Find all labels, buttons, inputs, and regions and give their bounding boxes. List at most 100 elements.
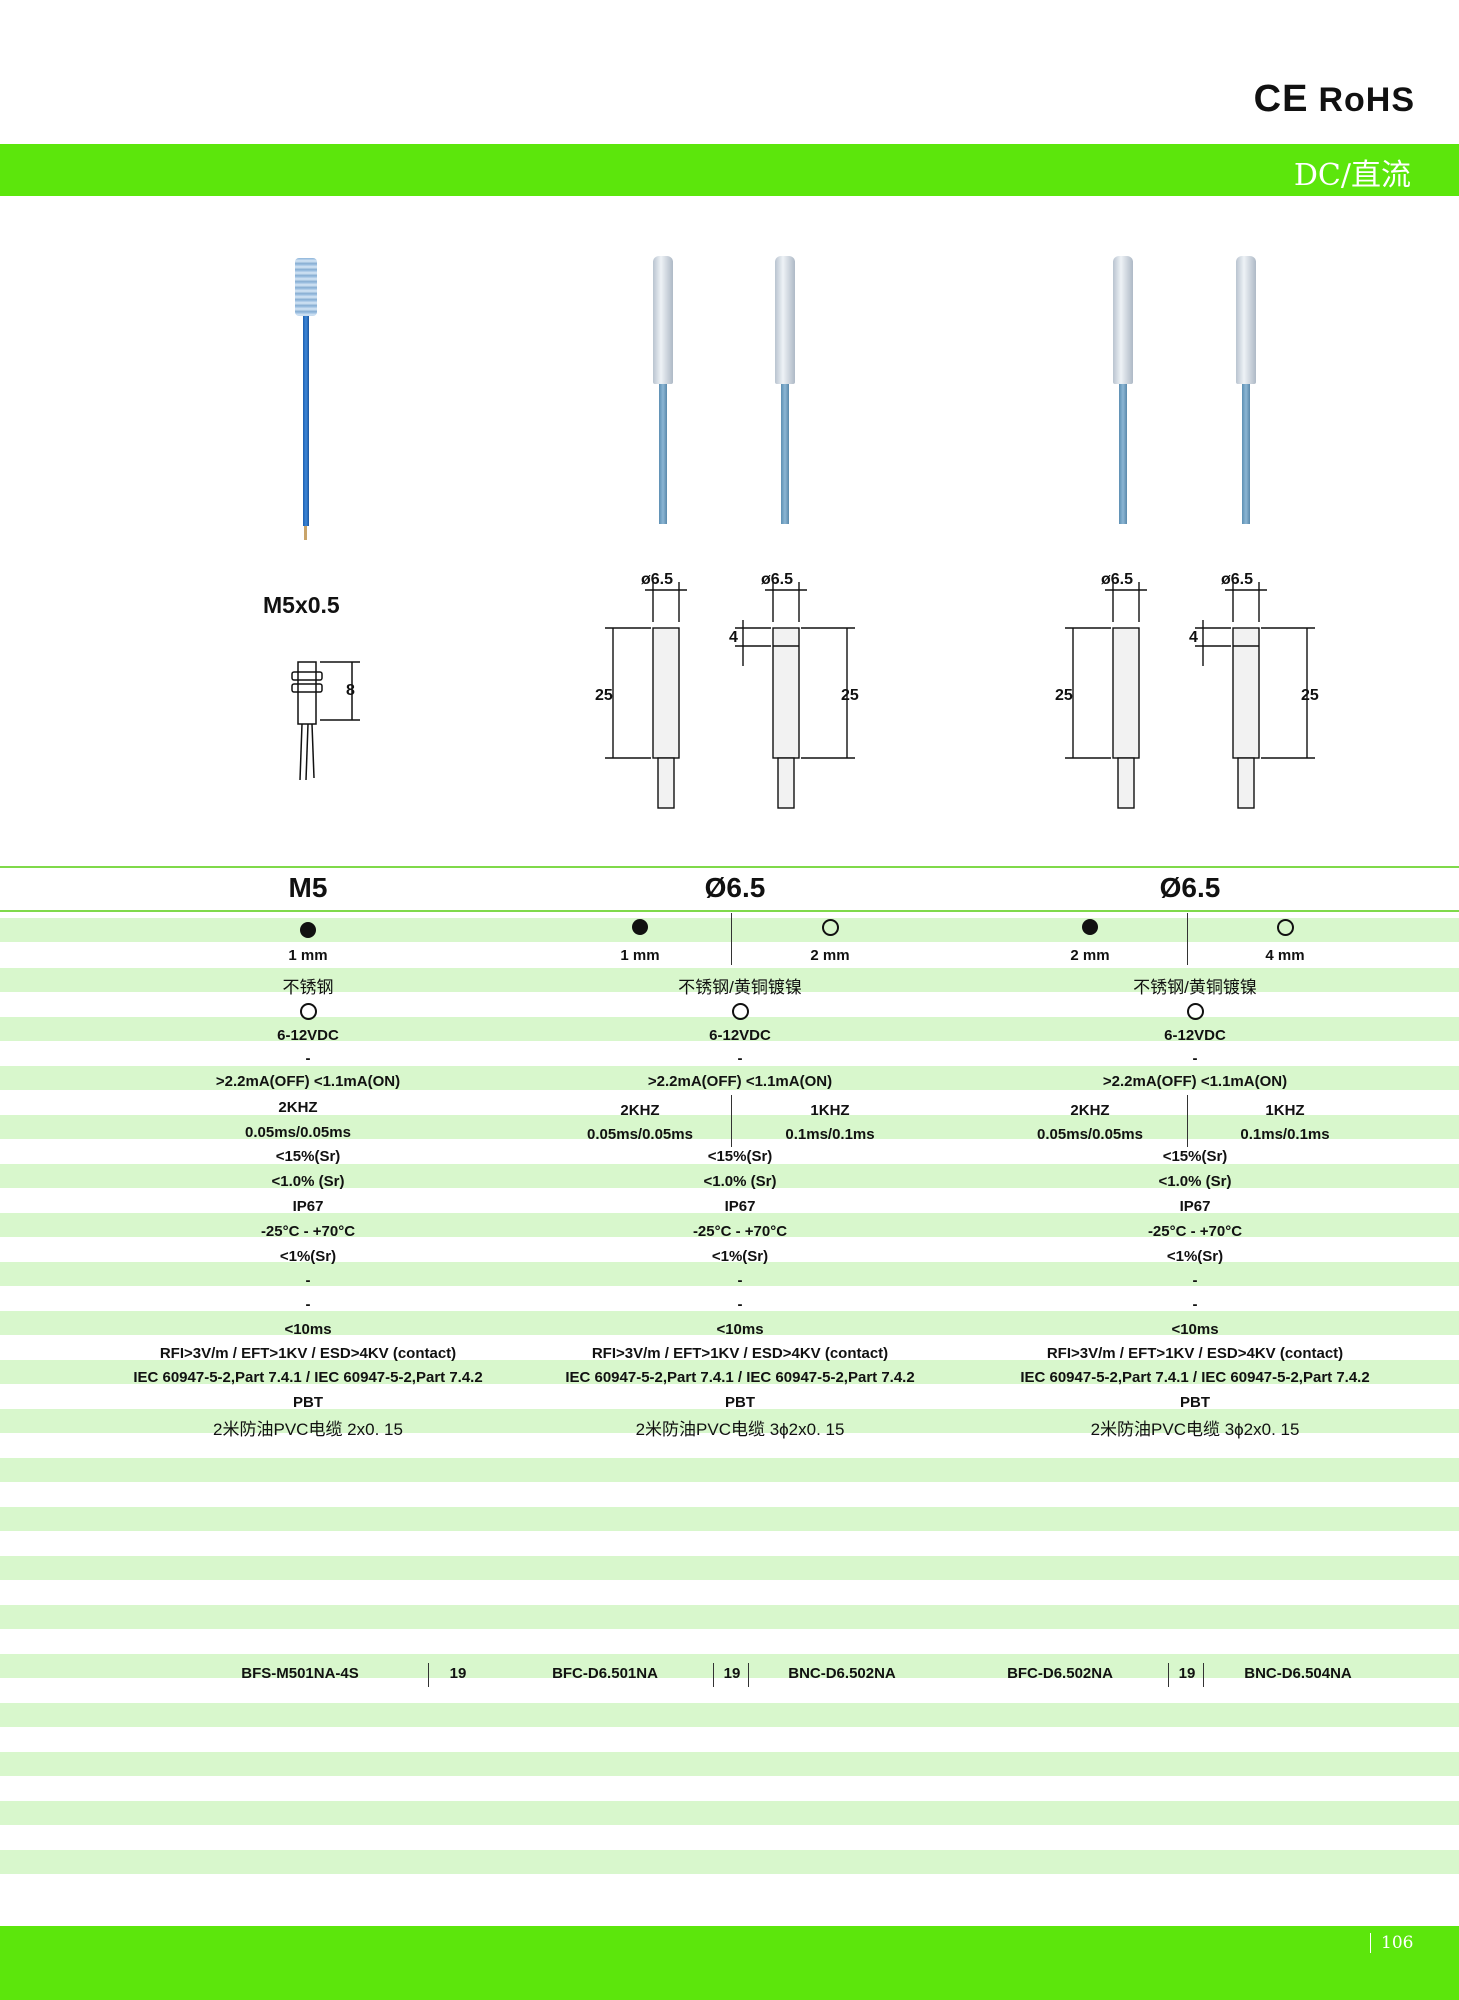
hyst-2: <15%(Sr) [1162, 1148, 1228, 1165]
model-0-0: BFS-M501NA-4S [241, 1665, 359, 1682]
freq-2-1: 1KHZ [1265, 1102, 1305, 1119]
voltage-0: 6-12VDC [277, 1027, 339, 1044]
repeat-2: <1.0% (Sr) [1158, 1173, 1232, 1190]
material-0: 不锈钢 [282, 978, 334, 997]
model-divider-0-0 [428, 1663, 429, 1687]
shielded-dot-0 [300, 922, 316, 938]
sensing-distance-0-0: 1 mm [288, 947, 328, 964]
dash2-2: - [1192, 1272, 1198, 1289]
m5-drawing-title: M5x0.5 [263, 592, 340, 618]
drift-0: <1%(Sr) [279, 1248, 337, 1265]
stripe-0 [0, 918, 1459, 942]
emc2-0: IEC 60947-5-2,Part 7.4.1 / IEC 60947-5-2… [133, 1369, 483, 1386]
dash2-1: - [737, 1272, 743, 1289]
sensing-distance-1-1: 2 mm [810, 947, 850, 964]
delay-1: <10ms [716, 1321, 764, 1338]
cable-1: 2米防油PVC电缆 3ϕ2x0. 15 [635, 1420, 845, 1439]
stripe-8 [0, 1311, 1459, 1335]
housing-1: PBT [725, 1394, 755, 1411]
stripe-6 [0, 1213, 1459, 1237]
model-2-0: BFC-D6.502NA [1007, 1665, 1113, 1682]
dash1-2: - [1192, 1050, 1198, 1067]
table-head-rule [0, 910, 1459, 912]
emc1-2: RFI>3V/m / EFT>1KV / ESD>4KV (contact) [1046, 1345, 1344, 1362]
d65-dimension-drawing-a: ø6.5 ø6.5 25 4 25 [595, 571, 859, 809]
model-divider-2-0 [1168, 1663, 1169, 1687]
stripe-17 [0, 1752, 1459, 1776]
svg-text:ø6.5: ø6.5 [1101, 571, 1133, 588]
stripe-19 [0, 1850, 1459, 1874]
output-dot-1 [732, 1003, 749, 1020]
svg-text:25: 25 [1301, 687, 1319, 704]
dash3-1: - [737, 1296, 743, 1313]
time-2-1: 0.1ms/0.1ms [1240, 1126, 1330, 1143]
col-head-m5: M5 [288, 872, 328, 903]
ce-mark: CE [1253, 78, 1309, 120]
stripe-5 [0, 1164, 1459, 1188]
split-distance-2 [1187, 913, 1188, 965]
col-head-d65-a: Ø6.5 [704, 872, 766, 903]
svg-text:4: 4 [729, 629, 738, 646]
emc1-0: RFI>3V/m / EFT>1KV / ESD>4KV (contact) [159, 1345, 457, 1362]
footer-band [0, 1926, 1459, 2000]
temp-2: -25°C - +70°C [1147, 1223, 1243, 1240]
shielded-dot-2 [1082, 919, 1098, 935]
sensing-distance-2-1: 4 mm [1265, 947, 1305, 964]
svg-text:25: 25 [1055, 687, 1073, 704]
current-0: >2.2mA(OFF) <1.1mA(ON) [215, 1073, 401, 1090]
output-dot-2 [1187, 1003, 1204, 1020]
time-0-0: 0.05ms/0.05ms [245, 1124, 351, 1141]
stripe-2 [0, 1017, 1459, 1041]
voltage-1: 6-12VDC [709, 1027, 771, 1044]
time-2-0: 0.05ms/0.05ms [1037, 1126, 1143, 1143]
split-freq-1 [731, 1095, 732, 1147]
split-distance-1 [731, 913, 732, 965]
stripe-10 [0, 1409, 1459, 1433]
stripe-12 [0, 1507, 1459, 1531]
band-label: DC/直流 [1293, 158, 1411, 193]
ip-0: IP67 [292, 1198, 324, 1215]
emc2-1: IEC 60947-5-2,Part 7.4.1 / IEC 60947-5-2… [565, 1369, 915, 1386]
svg-text:25: 25 [595, 687, 613, 704]
voltage-2: 6-12VDC [1164, 1027, 1226, 1044]
sensing-distance-1-0: 1 mm [620, 947, 660, 964]
stripe-1 [0, 968, 1459, 992]
d65-dimension-drawing-b: ø6.5 ø6.5 25 4 25 [1055, 571, 1319, 809]
stripe-18 [0, 1801, 1459, 1825]
emc1-1: RFI>3V/m / EFT>1KV / ESD>4KV (contact) [591, 1345, 889, 1362]
temp-1: -25°C - +70°C [692, 1223, 788, 1240]
model-1-2: BNC-D6.502NA [788, 1665, 896, 1682]
page-number: 106 [1370, 1933, 1413, 1953]
stripe-15 [0, 1654, 1459, 1678]
stripe-7 [0, 1262, 1459, 1286]
drift-2: <1%(Sr) [1166, 1248, 1224, 1265]
stripe-14 [0, 1605, 1459, 1629]
shielded-dot-1 [632, 919, 648, 935]
current-2: >2.2mA(OFF) <1.1mA(ON) [1102, 1073, 1288, 1090]
rohs-mark: RoHS [1318, 81, 1415, 119]
time-1-1: 0.1ms/0.1ms [785, 1126, 875, 1143]
dash1-1: - [737, 1050, 743, 1067]
model-1-1: 19 [723, 1665, 741, 1682]
cable-0: 2米防油PVC电缆 2x0. 15 [213, 1420, 403, 1439]
housing-0: PBT [293, 1394, 323, 1411]
model-divider-1-0 [713, 1663, 714, 1687]
svg-text:25: 25 [841, 687, 859, 704]
sensing-distance-2-0: 2 mm [1070, 947, 1110, 964]
model-2-1: 19 [1178, 1665, 1196, 1682]
temp-0: -25°C - +70°C [260, 1223, 356, 1240]
svg-text:4: 4 [1189, 629, 1198, 646]
stripe-4 [0, 1115, 1459, 1139]
ip-1: IP67 [724, 1198, 756, 1215]
material-2: 不锈钢/黄铜镀镍 [1133, 978, 1257, 997]
svg-text:ø6.5: ø6.5 [641, 571, 673, 588]
emc2-2: IEC 60947-5-2,Part 7.4.1 / IEC 60947-5-2… [1020, 1369, 1370, 1386]
material-1: 不锈钢/黄铜镀镍 [678, 978, 802, 997]
delay-2: <10ms [1171, 1321, 1219, 1338]
m5-length-label: 8 [346, 682, 355, 699]
split-freq-2 [1187, 1095, 1188, 1147]
hyst-1: <15%(Sr) [707, 1148, 773, 1165]
stripe-11 [0, 1458, 1459, 1482]
stripe-3 [0, 1066, 1459, 1090]
